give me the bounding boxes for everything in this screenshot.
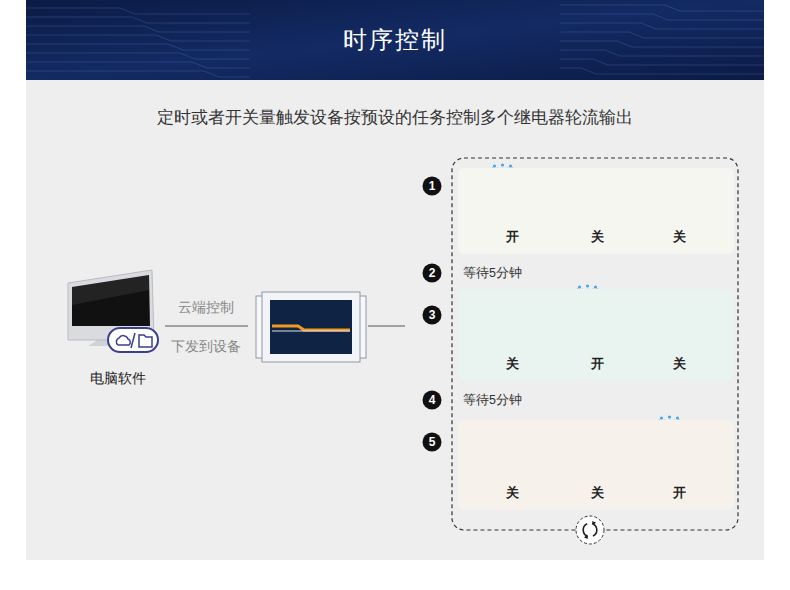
- relay-step-panel: 开关关: [458, 168, 734, 254]
- relay-step-panel: 关关开: [458, 420, 734, 510]
- relay-state: 开: [591, 355, 604, 373]
- callout-number: 4: [132, 390, 732, 410]
- wire-line: [368, 325, 405, 326]
- content-panel: [26, 80, 764, 560]
- relay-state: 关: [673, 228, 686, 246]
- computer-node: 电脑软件: [60, 262, 180, 390]
- subtitle: 定时或者开关量触发设备按预设的任务控制多个继电器轮流输出: [95, 108, 695, 128]
- link-label: 下发到设备: [0, 336, 506, 356]
- relay-step-panel: 关开关: [458, 289, 734, 381]
- callout-number: 2: [132, 263, 732, 283]
- title-banner: [26, 0, 764, 80]
- relay-state: 关: [506, 355, 519, 373]
- relay-state: 关: [506, 484, 519, 502]
- controller-device: [256, 292, 366, 362]
- relay-state: 关: [591, 228, 604, 246]
- banner-circuit-lines: [26, 5, 764, 77]
- relay-state: 开: [506, 228, 519, 246]
- wire-line: [165, 325, 248, 326]
- relay-state: 关: [673, 355, 686, 373]
- cloud-badge-icon: [108, 328, 158, 352]
- page-title: 时序控制: [195, 24, 595, 56]
- wait-note: 等待5分钟: [463, 263, 522, 283]
- wait-note: 等待5分钟: [463, 390, 522, 410]
- cycle-region: [452, 158, 738, 530]
- cycle-icon: [576, 516, 604, 544]
- relay-state: 关: [591, 484, 604, 502]
- relay-state: 开: [673, 484, 686, 502]
- node-label: 电脑软件: [90, 369, 146, 387]
